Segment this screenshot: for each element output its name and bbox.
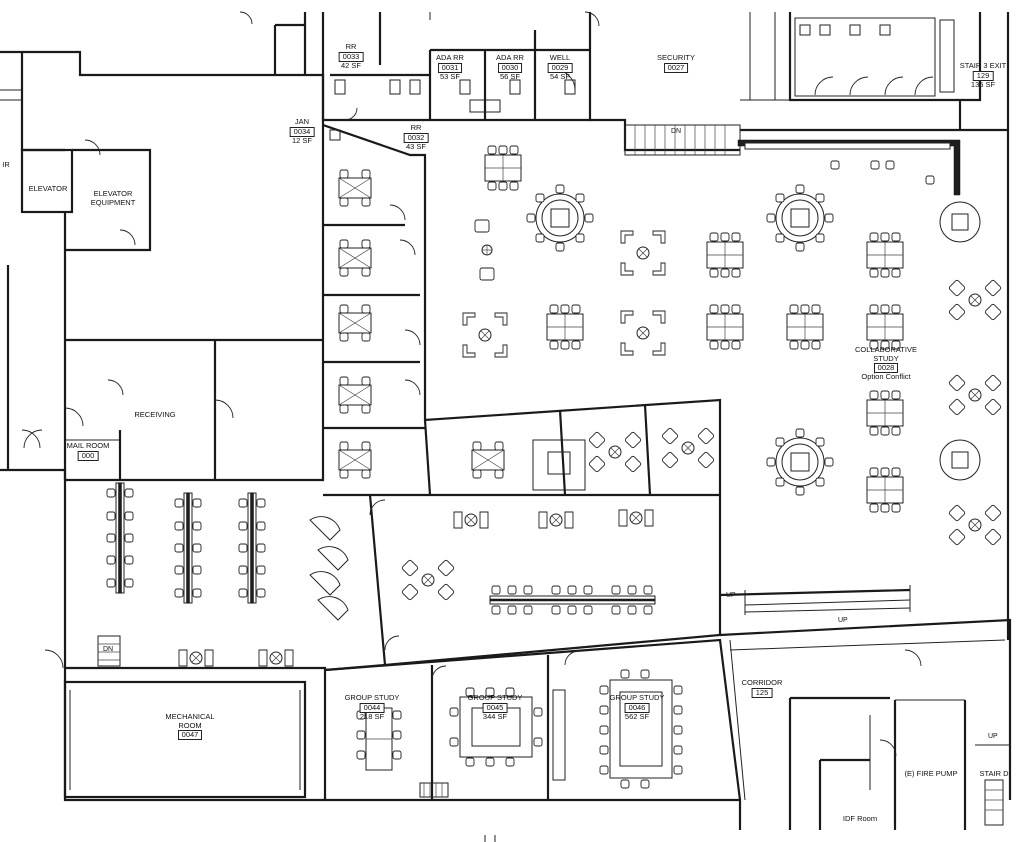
dn-tag-top-stair: DN (671, 128, 682, 135)
room-number: 0027 (663, 62, 689, 73)
service-rooms (6, 139, 323, 480)
room-name: GROUP STUDY (467, 693, 523, 702)
dn-tag-left-stair: DN (103, 646, 114, 653)
room-number: 0047 (177, 730, 203, 740)
room-name: JAN (294, 117, 310, 126)
room-name: IDF Room (842, 814, 878, 823)
lower-lounge-furniture (369, 499, 656, 651)
meeting-pods (423, 404, 715, 496)
room-area: 12 SF (291, 135, 312, 145)
room-label-security-0027: SECURITY 0027 (657, 53, 695, 73)
room-name: (E) FIRE PUMP (904, 769, 958, 778)
room-label-ada-rr-0030: ADA RR 0030 56 SF (496, 53, 524, 81)
room-label-ir: IR (2, 160, 10, 170)
room-name: RECEIVING (134, 410, 176, 419)
room-name: ELEVATOR (28, 184, 68, 193)
room-label-rr-0032: RR 0032 43 SF (403, 123, 429, 151)
stairs-and-counter (624, 17, 961, 196)
room-name: MECHANICAL ROOM (165, 712, 215, 730)
room-label-elevator-equipment: ELEVATOR EQUIPMENT (88, 189, 138, 207)
room-area: 218 SF (359, 711, 385, 721)
room-number: 0034 (289, 126, 315, 137)
room-name: GROUP STUDY (609, 693, 665, 702)
room-number: 0045 (482, 702, 508, 713)
ramp-corridor (719, 585, 1010, 830)
room-label-idf-room: IDF Room (842, 814, 878, 824)
room-number: 129 (972, 70, 994, 81)
room-name: COLLABORATIVE STUDY (855, 345, 917, 363)
room-area: 43 SF (405, 141, 426, 151)
room-name: RR (410, 123, 422, 132)
room-name: STAIR 3 EXIT (959, 61, 1007, 70)
room-label-stair-d: STAIR D (979, 769, 1009, 779)
room-name: STAIR D (979, 769, 1009, 778)
up-tag-right: UP (988, 733, 998, 740)
room-area: 54 SF (549, 71, 570, 81)
room-number: 0031 (437, 62, 463, 73)
room-label-stair3-exit: STAIR 3 EXIT 129 135 SF (959, 61, 1007, 89)
room-number: 0032 (403, 132, 429, 143)
room-area: 56 SF (499, 71, 520, 81)
group-study-rooms (356, 650, 683, 800)
room-name: CORRIDOR (741, 678, 783, 687)
room-name: ADA RR (436, 53, 464, 62)
room-area: 344 SF (482, 711, 508, 721)
misc-fragments (0, 11, 600, 842)
room-name: SECURITY (657, 53, 695, 62)
room-area: 562 SF (624, 711, 650, 721)
room-name: MAIL ROOM (66, 441, 110, 450)
workstation-benches (44, 483, 349, 669)
room-label-receiving: RECEIVING (134, 410, 176, 420)
room-label-wellness-0029: WELL 0029 54 SF (547, 53, 573, 81)
room-number: 0028 (873, 363, 899, 373)
room-label-corridor: CORRIDOR 125 (741, 678, 783, 698)
room-number: 0029 (547, 62, 573, 73)
up-tag-ramp: UP (838, 617, 848, 624)
room-name: IR (2, 160, 10, 169)
room-label-rr-0033: RR 0033 42 SF (338, 42, 364, 70)
room-number: 0044 (359, 702, 385, 713)
room-label-group-study-b: GROUP STUDY 0045 344 SF (467, 693, 523, 721)
room-name: ADA RR (496, 53, 524, 62)
collaborative-furniture (462, 146, 1002, 546)
room-number: 125 (751, 687, 773, 698)
room-label-ada-rr-0031: ADA RR 0031 53 SF (436, 53, 464, 81)
room-name: WELL (549, 53, 571, 62)
carrel-rooms (323, 170, 425, 478)
room-name: RR (345, 42, 357, 51)
up-tag-ramp-small: UP (726, 592, 736, 599)
room-label-fire-pump: (E) FIRE PUMP (904, 769, 958, 779)
room-label-group-study-c: GROUP STUDY 0046 562 SF (609, 693, 665, 721)
room-name: ELEVATOR EQUIPMENT (90, 189, 136, 207)
room-note: Option Conflict (861, 372, 911, 381)
room-label-mail-room: MAIL ROOM 000 (66, 441, 110, 461)
room-label-mechanical-room: MECHANICAL ROOM 0047 (160, 712, 220, 740)
mechanical-room-walls (63, 680, 307, 799)
room-label-group-study-a: GROUP STUDY 0044 218 SF (344, 693, 400, 721)
room-area: 53 SF (439, 71, 460, 81)
room-name: GROUP STUDY (344, 693, 400, 702)
room-label-jan-0034: JAN 0034 12 SF (289, 117, 315, 145)
room-label-collaborative-study: COLLABORATIVE STUDY 0028 Option Conflict (851, 345, 921, 382)
room-area: 135 SF (970, 79, 996, 89)
room-area: 42 SF (340, 60, 361, 70)
room-number: 000 (77, 450, 99, 461)
room-number: 0046 (624, 702, 650, 713)
room-number: 0030 (497, 62, 523, 73)
room-label-elevator: ELEVATOR (28, 184, 68, 194)
room-number: 0033 (338, 51, 364, 62)
building-walls (0, 12, 1012, 830)
